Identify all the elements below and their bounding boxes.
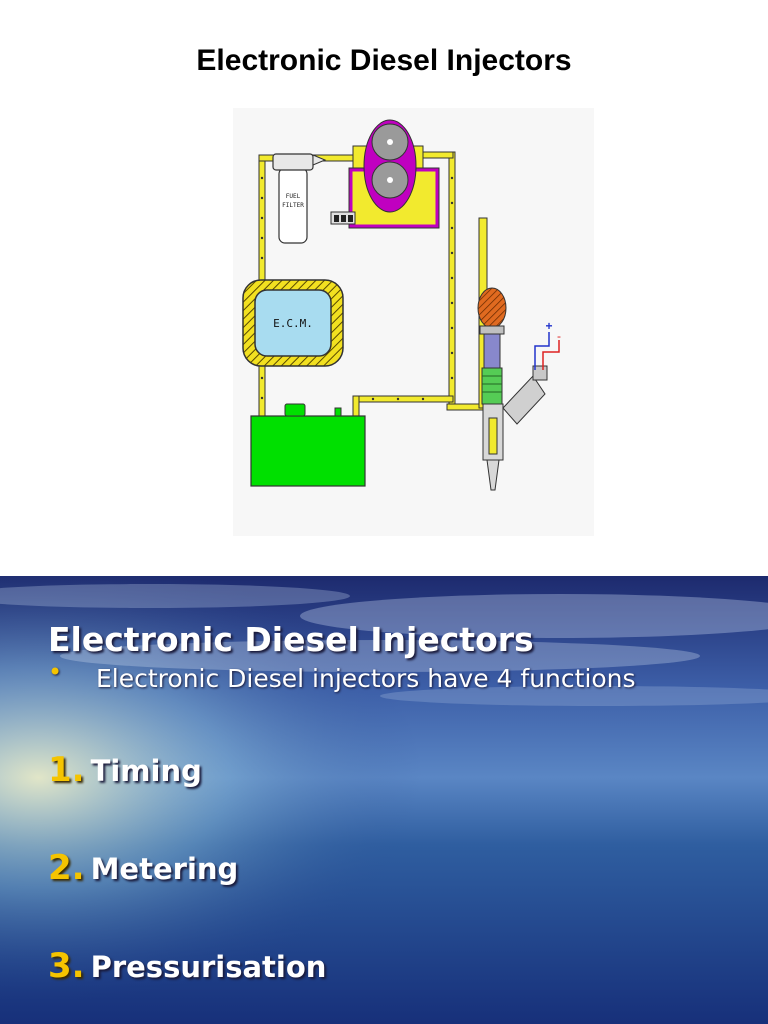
- ocean-sky-background: [0, 576, 768, 1024]
- bullet-text: Electronic Diesel injectors have 4 funct…: [96, 664, 636, 693]
- list-item-pressurisation: 3.Pressurisation: [48, 946, 326, 986]
- filter-label: FUEL: [286, 193, 301, 200]
- ecm-label: E.C.M.: [273, 317, 313, 330]
- injector: [477, 287, 548, 491]
- fuel-tank: [250, 403, 366, 487]
- item-label: Metering: [90, 852, 239, 886]
- list-item-timing: 1.Timing: [48, 750, 202, 790]
- item-label: Pressurisation: [90, 950, 327, 984]
- fuel-filter: FUEL FILTER: [272, 153, 314, 244]
- fuel-system-diagram: FUEL FILTER E.C.M.: [233, 108, 594, 536]
- list-item-metering: 2.Metering: [48, 848, 238, 888]
- item-number: 3.: [48, 946, 85, 986]
- filter-label-2: FILTER: [282, 202, 304, 209]
- minus-terminal: -: [557, 329, 561, 343]
- fuel-pump: [330, 119, 440, 229]
- plus-terminal: +: [545, 319, 552, 333]
- page-title: Electronic Diesel Injectors: [196, 44, 572, 77]
- bullet-icon: •: [48, 658, 63, 686]
- item-label: Timing: [90, 754, 202, 788]
- electrical-leads: + -: [534, 319, 561, 370]
- item-number: 1.: [48, 750, 85, 790]
- item-number: 2.: [48, 848, 85, 888]
- slide-functions: [0, 576, 768, 1024]
- ecm-unit: E.C.M.: [242, 279, 344, 367]
- slide-title: Electronic Diesel Injectors: [48, 620, 534, 659]
- slide-diagram: Electronic Diesel Injectors: [196, 44, 594, 536]
